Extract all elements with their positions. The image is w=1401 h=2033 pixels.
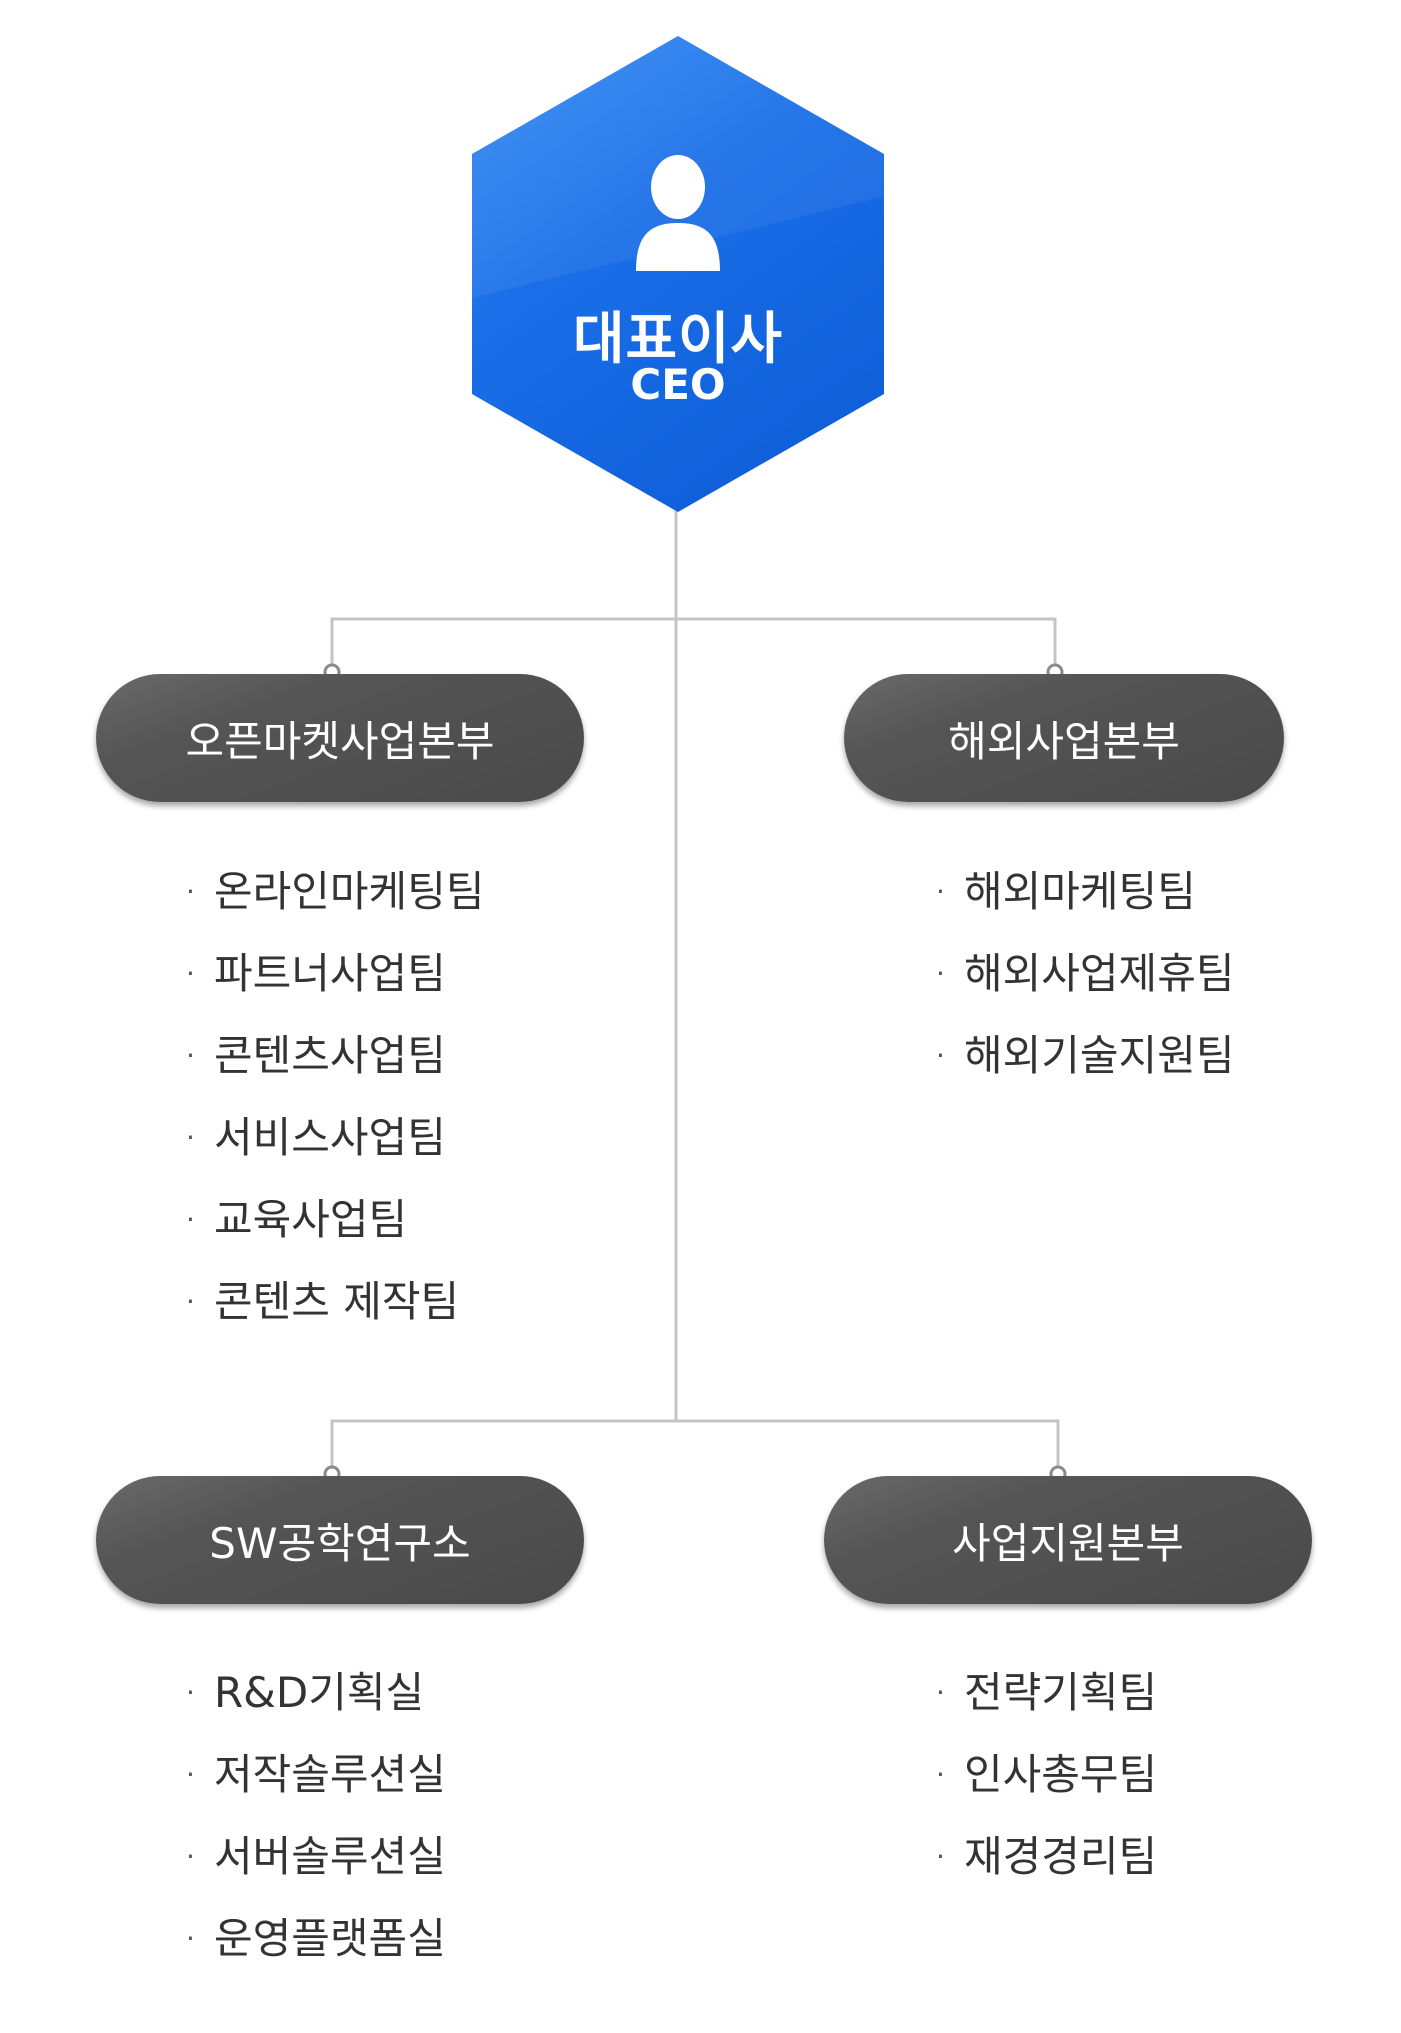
list-item: · 콘텐츠사업팀 — [186, 1015, 484, 1097]
business-support-team-list: · 전략기획팀 · 인사총무팀 · 재경경리팀 — [936, 1652, 1157, 1898]
person-icon — [630, 151, 726, 271]
list-item: · 재경경리팀 — [936, 1816, 1157, 1898]
division-overseas: 해외사업본부 — [844, 674, 1284, 802]
ceo-subtitle: CEO — [630, 360, 726, 409]
bullet-icon: · — [186, 1285, 195, 1318]
division-open-market: 오픈마켓사업본부 — [96, 674, 584, 802]
bullet-icon: · — [186, 1039, 195, 1072]
team-name: 전략기획팀 — [964, 1668, 1158, 1717]
list-item: · 저작솔루션실 — [186, 1734, 446, 1816]
bullet-icon: · — [936, 957, 945, 990]
bullet-icon: · — [186, 1203, 195, 1236]
list-item: · R&D기획실 — [186, 1652, 446, 1734]
list-item: · 파트너사업팀 — [186, 933, 484, 1015]
division-overseas-label: 해외사업본부 — [948, 716, 1180, 766]
team-name: 콘텐츠 제작팀 — [214, 1277, 460, 1326]
division-open-market-label: 오픈마켓사업본부 — [185, 716, 495, 766]
bullet-icon: · — [186, 1758, 195, 1791]
ceo-node: 대표이사 CEO — [472, 36, 884, 512]
list-item: · 해외마케팅팀 — [936, 851, 1234, 933]
list-item: · 온라인마케팅팀 — [186, 851, 484, 933]
branch-line-top — [330, 617, 1057, 671]
overseas-team-list: · 해외마케팅팀 · 해외사업제휴팀 · 해외기술지원팀 — [936, 851, 1234, 1097]
list-item: · 교육사업팀 — [186, 1179, 484, 1261]
list-item: · 콘텐츠 제작팀 — [186, 1261, 484, 1343]
sw-lab-team-list: · R&D기획실 · 저작솔루션실 · 서버솔루션실 · 운영플랫폼실 — [186, 1652, 446, 1980]
team-name: 저작솔루션실 — [214, 1750, 446, 1799]
branch-line-bottom — [330, 1419, 1060, 1473]
bullet-icon: · — [186, 1121, 195, 1154]
team-name: 온라인마케팅팀 — [214, 867, 485, 916]
bullet-icon: · — [186, 875, 195, 908]
team-name: 서버솔루션실 — [214, 1832, 446, 1881]
team-name: 인사총무팀 — [964, 1750, 1158, 1799]
list-item: · 서비스사업팀 — [186, 1097, 484, 1179]
list-item: · 운영플랫폼실 — [186, 1898, 446, 1980]
division-business-support-label: 사업지원본부 — [952, 1518, 1184, 1568]
team-name: 해외마케팅팀 — [964, 867, 1196, 916]
list-item: · 전략기획팀 — [936, 1652, 1157, 1734]
bullet-icon: · — [936, 1758, 945, 1791]
bullet-icon: · — [186, 1840, 195, 1873]
list-item: · 해외기술지원팀 — [936, 1015, 1234, 1097]
team-name: 해외사업제휴팀 — [964, 949, 1235, 998]
ceo-title: 대표이사 — [572, 307, 784, 372]
bullet-icon: · — [936, 875, 945, 908]
list-item: · 인사총무팀 — [936, 1734, 1157, 1816]
team-name: 교육사업팀 — [214, 1195, 408, 1244]
team-name: 파트너사업팀 — [214, 949, 446, 998]
team-name: R&D기획실 — [214, 1668, 425, 1717]
bullet-icon: · — [936, 1840, 945, 1873]
bullet-icon: · — [186, 1676, 195, 1709]
bullet-icon: · — [936, 1039, 945, 1072]
team-name: 콘텐츠사업팀 — [214, 1031, 446, 1080]
team-name: 서비스사업팀 — [214, 1113, 446, 1162]
team-name: 해외기술지원팀 — [964, 1031, 1235, 1080]
division-sw-lab: SW공학연구소 — [96, 1476, 584, 1604]
bullet-icon: · — [186, 957, 195, 990]
division-business-support: 사업지원본부 — [824, 1476, 1312, 1604]
open-market-team-list: ·온라인마케팅팀 ·파트너사업팀 ·콘텐츠사업팀 ·서비스사업팀 ·교육사업팀 … — [186, 851, 484, 1343]
bullet-icon: · — [936, 1676, 945, 1709]
list-item: · 해외사업제휴팀 — [936, 933, 1234, 1015]
team-name: 운영플랫폼실 — [214, 1914, 446, 1963]
list-item: · 서버솔루션실 — [186, 1816, 446, 1898]
ceo-hexagon — [472, 36, 884, 512]
division-sw-lab-label: SW공학연구소 — [209, 1518, 471, 1568]
bullet-icon: · — [186, 1922, 195, 1955]
team-name: 재경경리팀 — [964, 1832, 1158, 1881]
